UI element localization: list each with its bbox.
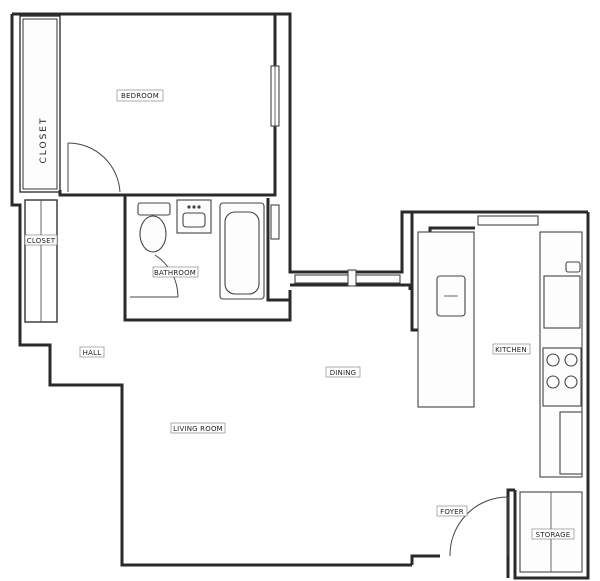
dining-details: [294, 269, 401, 287]
kitchen-window: [477, 215, 539, 226]
sink-basin: [182, 212, 206, 228]
bedroom-closet-label: CLOSET: [39, 117, 49, 164]
foyer-south-wall: [410, 554, 440, 565]
bedroom-label-box: [116, 89, 164, 102]
bathroom-label: BATHROOM: [154, 269, 196, 277]
faucet-handle-right: [197, 205, 201, 209]
kitchen-label: KITCHEN: [495, 346, 527, 354]
burner-4: [564, 375, 578, 389]
bedroom-label: BEDROOM: [121, 92, 159, 100]
room-labels: BEDROOM CLOSET CLOSET BATHROOM HALL DINI…: [24, 89, 575, 540]
dining-partition: [290, 283, 412, 290]
living-room-label-box: [170, 422, 226, 434]
bathroom-fixtures: [130, 199, 265, 300]
bedroom-east-wall: [58, 14, 277, 197]
small-appliance: [565, 261, 581, 273]
dining-label: DINING: [330, 369, 357, 377]
storage-label-box: [531, 528, 575, 540]
hall-label: HALL: [83, 349, 102, 357]
hall-label-box: [79, 346, 105, 358]
living-room-label: LIVING ROOM: [173, 425, 223, 433]
bedroom-door-swing: [67, 142, 121, 193]
bathroom-tub-wall: [266, 198, 290, 302]
bathtub-basin: [224, 211, 260, 295]
foyer-label-box: [436, 505, 468, 517]
toilet-tank: [137, 202, 171, 216]
west-wall: [10, 14, 412, 567]
kitchen-island: [417, 231, 475, 408]
hall-closet-label: CLOSET: [27, 237, 56, 245]
north-wall-bedroom: [12, 12, 292, 210]
dining-north-wall: [288, 210, 588, 274]
dining-label-box: [325, 366, 361, 378]
dishwasher: [559, 411, 583, 475]
refrigerator: [543, 275, 581, 329]
closet-interior: [22, 18, 58, 190]
burner-1: [546, 353, 560, 367]
storage-label: STORAGE: [536, 531, 571, 539]
kitchen-fixtures: [417, 215, 583, 478]
burner-2: [564, 353, 578, 367]
faucet-handle-left: [187, 205, 191, 209]
kitchen-east-wall: [513, 212, 590, 580]
foyer-label: FOYER: [440, 508, 464, 516]
bedroom-windows: [270, 65, 280, 240]
toilet-bowl: [139, 215, 167, 253]
interior-walls: [19, 15, 475, 332]
bedroom-door: [67, 142, 121, 193]
hall-closet-label-box: [24, 234, 58, 246]
kitchen-label-box: [492, 343, 531, 355]
bathroom-label-box: [152, 266, 199, 278]
outer-walls: [10, 12, 590, 580]
faucet-spout: [192, 205, 196, 209]
bathroom-window: [270, 204, 280, 240]
bedroom-closet-outline: [19, 15, 61, 193]
burner-3: [546, 375, 560, 389]
counter-post: [347, 269, 357, 287]
bedroom-closet: [22, 18, 58, 190]
